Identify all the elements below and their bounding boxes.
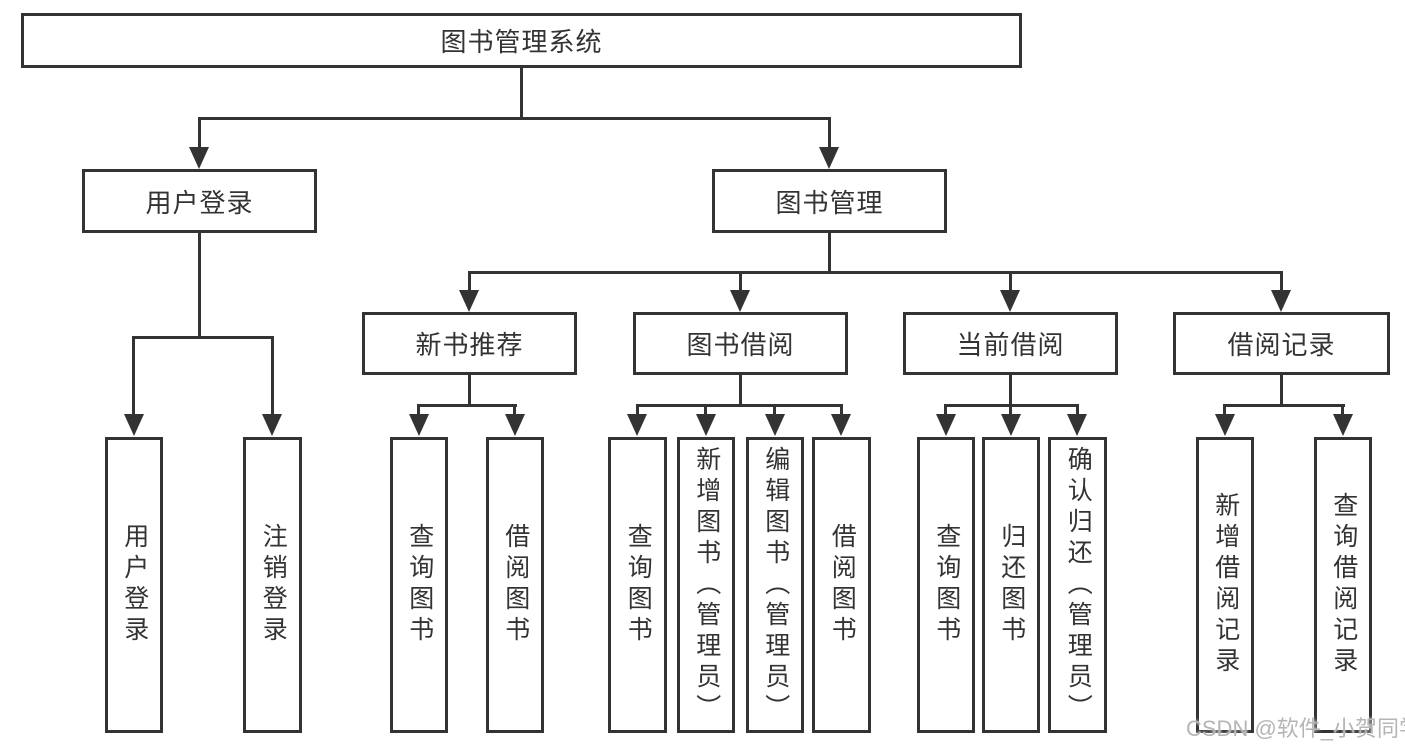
- node-label: 查询图书: [405, 523, 434, 647]
- node-root: 图书管理系统: [21, 13, 1022, 68]
- leaf-user-login: 用户登录: [105, 437, 163, 733]
- leaf-query-books-current: 查询图书: [917, 437, 975, 733]
- arrow-down-icon: [1215, 414, 1235, 436]
- connector-bookmgmt-trunk: [828, 233, 831, 273]
- connector-userlogin-branch: [132, 336, 274, 339]
- node-borrowing-records: 借阅记录: [1173, 312, 1390, 375]
- connector-trunk: [1009, 375, 1012, 406]
- node-label: 图书借阅: [686, 330, 795, 360]
- connector-branch: [1223, 404, 1345, 407]
- connector-stem: [739, 271, 742, 292]
- connector-stem: [271, 336, 274, 416]
- arrow-down-icon: [409, 414, 429, 436]
- arrow-down-icon: [189, 147, 209, 169]
- connector-trunk: [739, 375, 742, 406]
- node-label: 新增图书（管理员）: [692, 445, 721, 725]
- connector-stem: [132, 336, 135, 416]
- node-label: 新增借阅记录: [1211, 492, 1240, 678]
- connector-stem: [417, 404, 420, 416]
- arrow-down-icon: [1000, 290, 1020, 312]
- connector-stem: [840, 404, 843, 416]
- leaf-borrow-books: 借阅图书: [812, 437, 871, 733]
- leaf-query-books-borrow: 查询图书: [608, 437, 667, 733]
- connector-stem: [1280, 271, 1283, 292]
- node-label: 图书管理: [775, 187, 884, 218]
- node-label: 借阅记录: [1227, 330, 1336, 360]
- connector-level2-branch: [198, 117, 831, 120]
- node-book-management: 图书管理: [712, 169, 947, 233]
- leaf-borrow-books-recommend: 借阅图书: [486, 437, 544, 733]
- arrow-down-icon: [1067, 414, 1087, 436]
- node-label: 归还图书: [997, 523, 1026, 647]
- arrow-down-icon: [696, 414, 716, 436]
- connector-userlogin-trunk: [198, 233, 201, 338]
- leaf-add-books-admin: 新增图书（管理员）: [677, 437, 735, 733]
- node-label: 查询借阅记录: [1329, 492, 1358, 678]
- arrow-down-icon: [819, 147, 839, 169]
- arrow-down-icon: [627, 414, 647, 436]
- leaf-add-borrow-record: 新增借阅记录: [1196, 437, 1254, 733]
- arrow-down-icon: [765, 414, 785, 436]
- connector-stem: [1009, 271, 1012, 292]
- connector-trunk: [468, 375, 471, 406]
- node-label: 用户登录: [120, 523, 149, 647]
- arrow-down-icon: [459, 290, 479, 312]
- connector-stem: [1341, 404, 1344, 416]
- connector-stem: [636, 404, 639, 416]
- leaf-confirm-return-admin: 确认归还（管理员）: [1048, 437, 1107, 733]
- node-label: 查询图书: [932, 523, 961, 647]
- node-label: 编辑图书（管理员）: [761, 445, 790, 725]
- node-label: 借阅图书: [828, 523, 857, 647]
- connector-stem: [468, 271, 471, 292]
- arrow-down-icon: [730, 290, 750, 312]
- leaf-query-books-recommend: 查询图书: [390, 437, 448, 733]
- node-label: 借阅图书: [501, 523, 530, 647]
- node-label: 当前借阅: [956, 330, 1065, 360]
- arrow-down-icon: [1001, 414, 1021, 436]
- node-book-borrowing: 图书借阅: [633, 312, 848, 375]
- node-user-login: 用户登录: [82, 169, 317, 233]
- connector-stem: [773, 404, 776, 416]
- leaf-return-books: 归还图书: [982, 437, 1040, 733]
- node-label: 确认归还（管理员）: [1064, 445, 1093, 725]
- connector-branch: [417, 404, 517, 407]
- node-label: 图书管理系统: [440, 27, 603, 57]
- arrow-down-icon: [1271, 290, 1291, 312]
- arrow-down-icon: [124, 414, 144, 436]
- connector-stem: [1009, 404, 1012, 416]
- connector-level3-branch: [468, 271, 1283, 274]
- connector-stem: [944, 404, 947, 416]
- node-new-book-recommend: 新书推荐: [362, 312, 577, 375]
- connector-stem: [1076, 404, 1079, 416]
- connector-branch: [636, 404, 843, 407]
- connector-root-trunk: [520, 68, 523, 119]
- node-label: 注销登录: [259, 523, 288, 647]
- arrow-down-icon: [936, 414, 956, 436]
- node-label: 用户登录: [145, 187, 254, 218]
- arrow-down-icon: [1333, 414, 1353, 436]
- connector-trunk: [1280, 375, 1283, 406]
- node-label: 查询图书: [624, 523, 653, 647]
- leaf-logout: 注销登录: [243, 437, 302, 733]
- connector-stem: [828, 117, 831, 150]
- leaf-edit-books-admin: 编辑图书（管理员）: [746, 437, 804, 733]
- connector-stem: [704, 404, 707, 416]
- node-label: 新书推荐: [415, 330, 524, 360]
- connector-stem: [1223, 404, 1226, 416]
- connector-stem: [198, 117, 201, 150]
- csdn-watermark: CSDN @软件_小贺同学: [1186, 716, 1405, 741]
- arrow-down-icon: [262, 414, 282, 436]
- node-current-borrowing: 当前借阅: [903, 312, 1118, 375]
- connector-stem: [513, 404, 516, 416]
- leaf-query-borrow-record: 查询借阅记录: [1314, 437, 1372, 733]
- arrow-down-icon: [505, 414, 525, 436]
- arrow-down-icon: [831, 414, 851, 436]
